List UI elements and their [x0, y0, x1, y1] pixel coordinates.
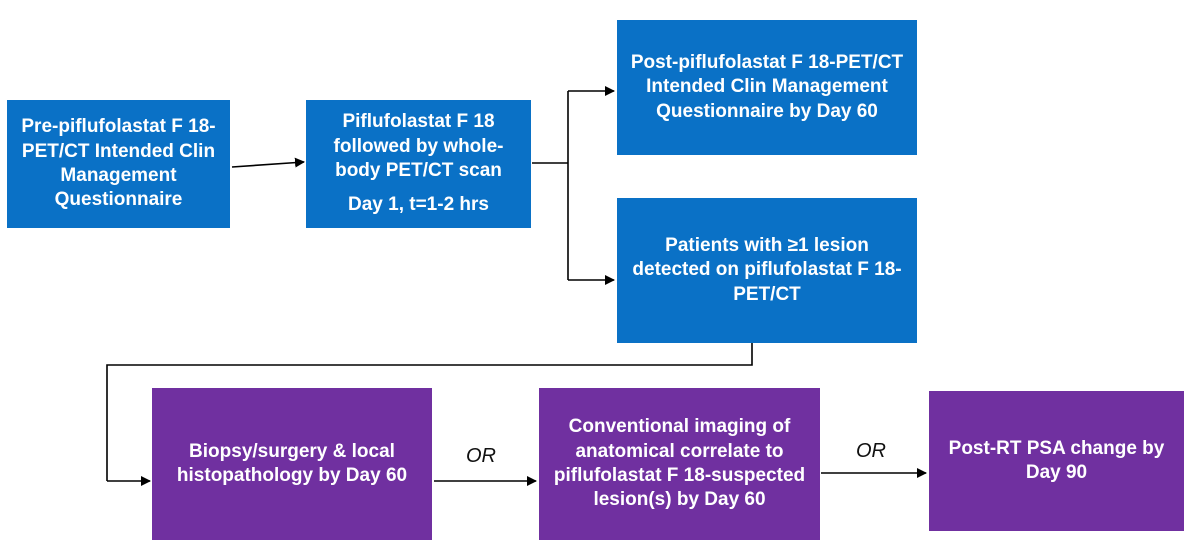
psa-change-box: Post-RT PSA change by Day 90	[929, 391, 1184, 531]
biopsy-box: Biopsy/surgery & local histopathology by…	[152, 388, 432, 540]
lesion-patients-text: Patients with ≥1 lesion detected on pifl…	[632, 235, 902, 305]
scan-box: Piflufolastat F 18 followed by whole-bod…	[306, 100, 531, 228]
conventional-imaging-text: Conventional imaging of anatomical corre…	[553, 416, 806, 511]
or-label-1: OR	[466, 445, 496, 467]
biopsy-text: Biopsy/surgery & local histopathology by…	[176, 440, 408, 486]
psa-change-text: Post-RT PSA change by Day 90	[948, 437, 1165, 483]
post-questionnaire-box: Post-piflufolastat F 18-PET/CT Intended …	[617, 20, 917, 155]
conventional-imaging-box: Conventional imaging of anatomical corre…	[539, 388, 820, 540]
pre-questionnaire-box: Pre-piflufolastat F 18-PET/CT Intended C…	[7, 100, 230, 228]
pre-questionnaire-text: Pre-piflufolastat F 18-PET/CT Intended C…	[21, 116, 216, 211]
post-questionnaire-text: Post-piflufolastat F 18-PET/CT Intended …	[630, 52, 904, 122]
or-label-2: OR	[856, 440, 886, 462]
line-lesion-to-biopsy	[106, 343, 753, 481]
scan-text: Piflufolastat F 18 followed by whole-bod…	[333, 111, 504, 181]
scan-timing-text: Day 1, t=1-2 hrs	[348, 194, 489, 216]
arrow-pre-to-scan	[231, 157, 305, 168]
lesion-patients-box: Patients with ≥1 lesion detected on pifl…	[617, 198, 917, 343]
